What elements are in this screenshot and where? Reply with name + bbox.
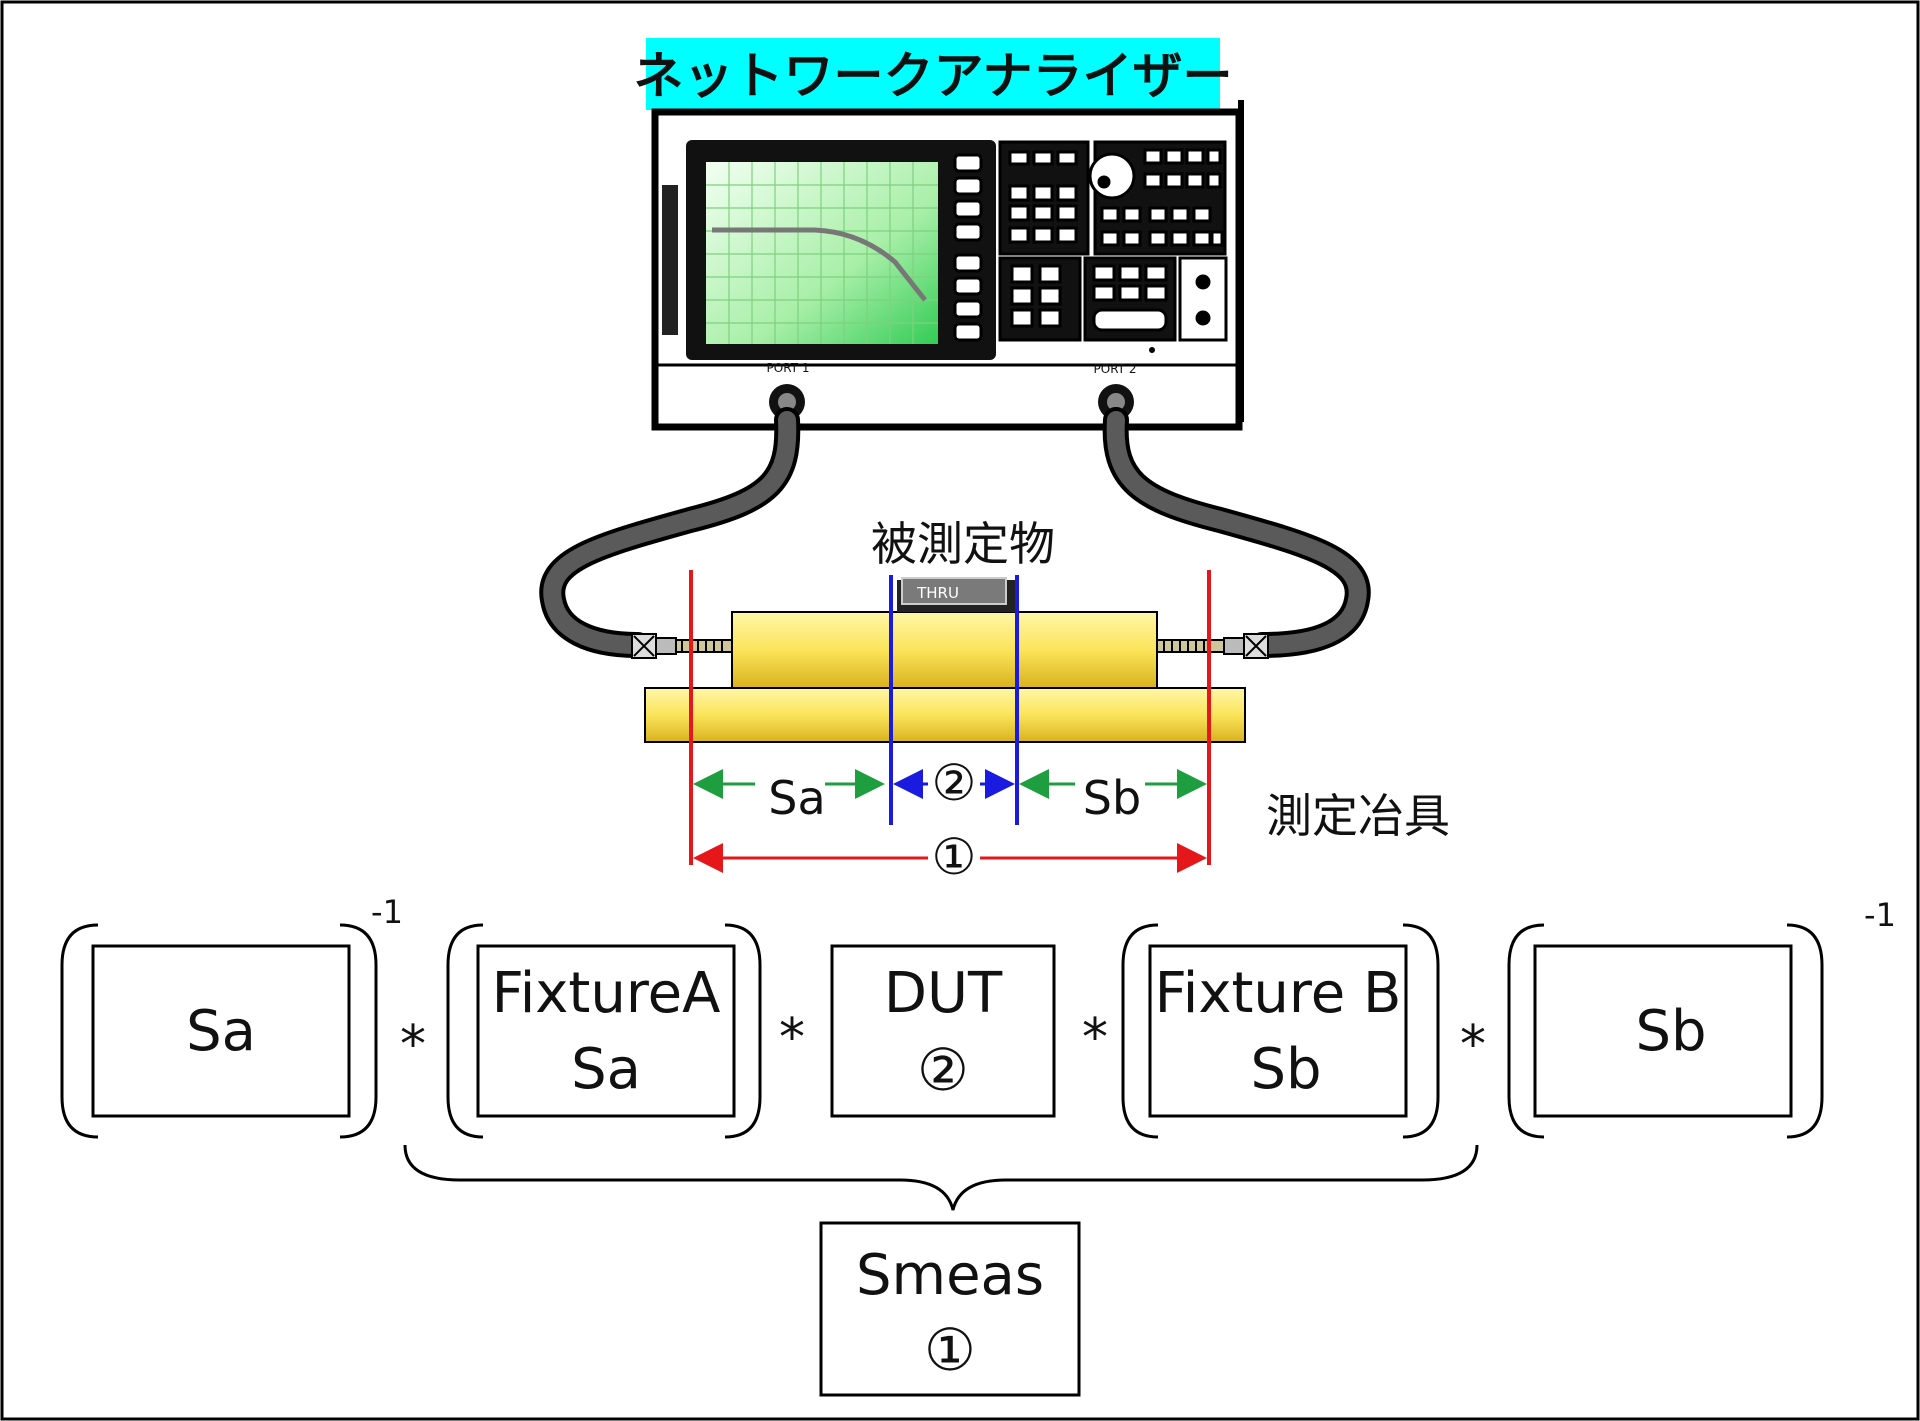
box-fixture-b-line2: Sb: [1250, 1037, 1321, 1102]
box-dut: [830, 944, 1056, 1118]
box-fixture-a-line2: Sa: [571, 1037, 641, 1102]
box-smeas: [819, 1221, 1081, 1397]
thru-label: THRU: [916, 584, 959, 602]
network-analyzer: ネットワークアナライザー: [634, 38, 1244, 431]
measurement-fixture: THRU: [631, 577, 1269, 743]
box-sa-exponent: -1: [371, 893, 403, 931]
operator-1: *: [400, 1015, 426, 1075]
fixture-body: [731, 611, 1158, 689]
port2-label: PORT 2: [1094, 362, 1137, 376]
box-fixture-b: [1148, 944, 1408, 1118]
left-connector: [631, 633, 733, 659]
dut-marker: ②: [932, 754, 977, 812]
box-dut-line1: DUT: [884, 961, 1003, 1026]
box-smeas-line1: Smeas: [856, 1243, 1044, 1308]
fixture-base: [644, 687, 1246, 743]
box-fixture-b-line1: Fixture B: [1155, 961, 1402, 1026]
box-sa-inverse: [91, 944, 351, 1118]
control-panel: [998, 140, 1228, 342]
analyzer-back-edge: [1238, 100, 1244, 422]
screen-trace: [712, 227, 927, 302]
meas-marker: ①: [932, 828, 977, 886]
analyzer-handle: [662, 185, 678, 335]
box-smeas-line2: ①: [924, 1316, 976, 1384]
box-sb-label: Sb: [1635, 999, 1706, 1064]
box-fixture-a: [476, 944, 736, 1118]
operator-3: *: [1082, 1008, 1108, 1068]
thru-device: [901, 577, 1007, 605]
box-sb-exponent: -1: [1864, 896, 1896, 934]
box-fixture-a-line1: FixtureA: [492, 961, 721, 1026]
analyzer-title: ネットワークアナライザー: [634, 47, 1233, 105]
sa-dim-label: Sa: [768, 771, 825, 825]
analyzer-title-bg: [646, 38, 1220, 110]
box-sa-label: Sa: [186, 999, 256, 1064]
fixture-label: 測定冶具: [1266, 789, 1450, 843]
dut-label: 被測定物: [871, 517, 1055, 571]
operator-2: *: [779, 1008, 805, 1068]
softkeys[interactable]: [953, 153, 983, 342]
screen: [706, 162, 938, 344]
cables: [539, 407, 1371, 658]
underbrace: [403, 1144, 1479, 1211]
equation-row: [60, 923, 1824, 1397]
operator-4: *: [1460, 1015, 1486, 1075]
screen-grid: [706, 162, 938, 344]
port1-label: PORT 1: [767, 361, 810, 375]
box-sb-inverse: [1533, 944, 1793, 1118]
box-dut-line2: ②: [917, 1036, 969, 1104]
sb-dim-label: Sb: [1083, 771, 1141, 825]
